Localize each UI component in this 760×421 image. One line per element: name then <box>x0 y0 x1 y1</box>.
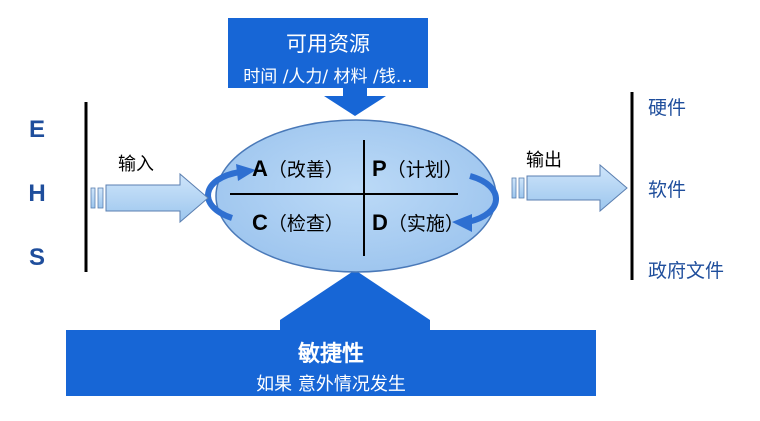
quadrant-a-letter: A <box>252 156 268 181</box>
resources-subtitle: 时间 /人力/ 材料 /钱… <box>243 67 413 87</box>
quadrant-a: A（改善） <box>252 155 344 182</box>
resources-title: 可用资源 <box>286 32 370 56</box>
output-item-software: 软件 <box>648 179 687 201</box>
resources-down-arrow <box>324 88 386 116</box>
agility-title: 敏捷性 <box>297 342 364 367</box>
ehs-letter-s: S <box>28 244 45 271</box>
quadrant-d-text: （实施） <box>387 213 464 235</box>
output-arrow <box>526 163 628 213</box>
input-arrow <box>105 172 209 224</box>
input-label: 输入 <box>118 154 154 175</box>
quadrant-d-letter: D <box>372 210 388 235</box>
output-label: 输出 <box>526 150 562 171</box>
output-item-hardware: 硬件 <box>648 97 687 119</box>
quadrant-p-text: （计划） <box>386 159 463 181</box>
ehs-letter-h: H <box>28 180 46 207</box>
resources-box <box>228 18 428 88</box>
pdca-ellipse <box>215 119 497 273</box>
quadrant-c: C（检查） <box>252 209 344 236</box>
quadrant-p-letter: P <box>372 156 387 181</box>
output-arrow-stripe-1 <box>511 177 517 199</box>
agility-subtitle: 如果 意外情况发生 <box>256 374 406 395</box>
cycle-arrow-left <box>205 169 241 221</box>
quadrant-c-text: （检查） <box>267 213 344 235</box>
output-item-government-docs: 政府文件 <box>648 260 725 282</box>
output-arrow-stripe-2 <box>518 177 525 199</box>
agility-box <box>66 270 596 396</box>
cycle-arrowhead-right <box>452 214 472 232</box>
quadrant-d: D（实施） <box>372 209 464 236</box>
cycle-arrowhead-left <box>236 164 256 181</box>
cycle-arrow-right <box>467 173 499 225</box>
input-arrow-stripe-2 <box>97 187 104 209</box>
ehs-letter-e: E <box>28 116 45 143</box>
quadrant-p: P（计划） <box>372 155 463 182</box>
quadrant-a-text: （改善） <box>267 159 344 181</box>
input-arrow-stripe-1 <box>90 187 96 209</box>
quadrant-c-letter: C <box>252 210 268 235</box>
